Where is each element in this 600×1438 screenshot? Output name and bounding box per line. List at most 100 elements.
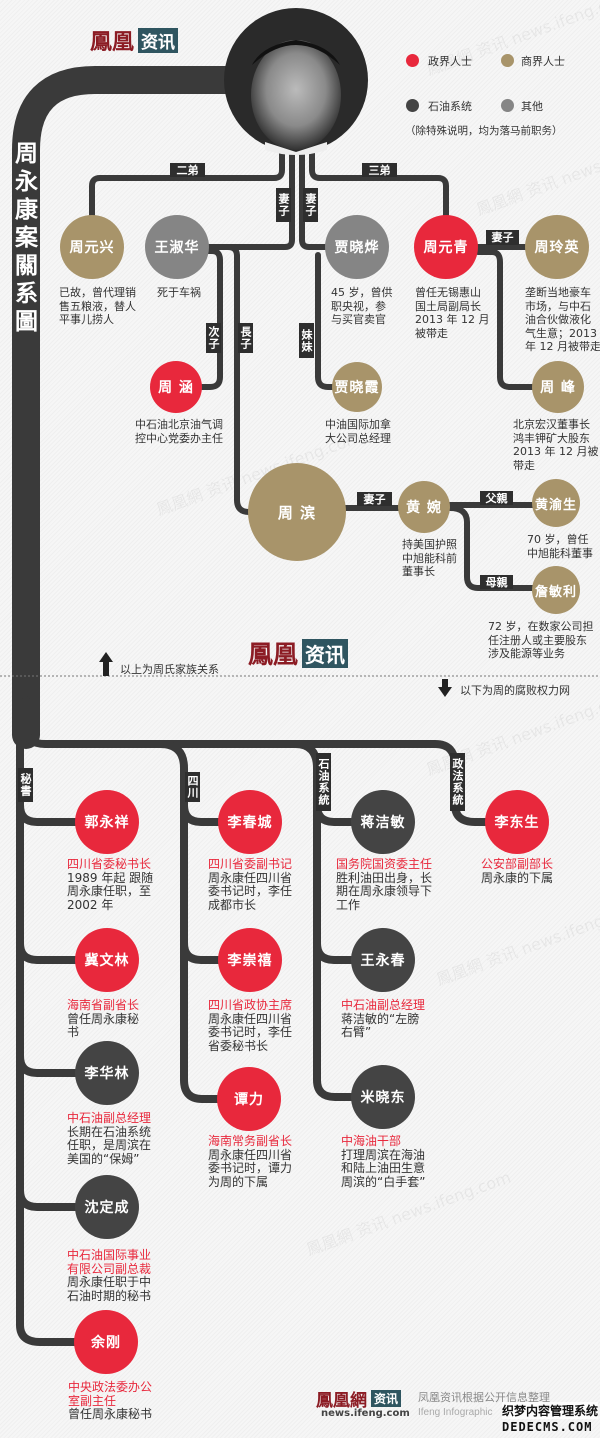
label-third-brother: 三弟	[362, 163, 397, 177]
legend-dot-business	[501, 54, 514, 67]
node-jiang-jiemin: 蒋洁敏	[351, 790, 415, 854]
node-desc: 海南省副省长曾任周永康秘 书	[67, 998, 140, 1039]
line-third-brother	[309, 137, 449, 218]
page-title: 周永康案關系圖	[15, 141, 38, 335]
network-trunk	[22, 696, 494, 826]
legend-dot-other	[501, 99, 514, 112]
node-guo-yongxiang: 郭永祥	[75, 790, 139, 854]
node-mi-xiaodong: 米晓东	[351, 1065, 415, 1129]
footer-credit: 凤凰资讯根据公开信息整理	[418, 1391, 550, 1404]
node-desc: 海南常务副省长周永康任四川省 委书记时，谭力 为周的下属	[208, 1134, 293, 1189]
divider-above-text: 以上为周氏家族关系	[120, 663, 219, 676]
label-second-brother: 二弟	[170, 163, 205, 177]
line-oil	[291, 740, 359, 1101]
line-son-feng	[475, 249, 535, 390]
main-bar	[12, 66, 310, 749]
node-desc: 70 岁，曾任 中旭能科董事	[527, 533, 593, 560]
legend-dot-oil	[406, 99, 419, 112]
site-watermark-en: DEDECMS.COM	[502, 1420, 593, 1434]
node-desc: 持美国护照 中旭能科前 董事长	[402, 538, 457, 578]
branch	[180, 801, 226, 826]
node-yu-gang: 余刚	[74, 1310, 138, 1374]
arrow-up-icon	[99, 652, 113, 676]
arrow-down-icon	[438, 679, 452, 697]
branch	[313, 939, 359, 964]
node-li-chuncheng: 李春城	[218, 790, 282, 854]
label-second-son: 次子	[206, 323, 221, 353]
line-secretary	[16, 740, 84, 1346]
label-father: 父親	[480, 491, 513, 505]
node-desc: 北京宏汉董事长 鸿丰钾矿大股东 2013 年 12 月被 带走	[513, 418, 599, 472]
label-eldest-son: 長子	[238, 323, 253, 353]
node-shen-dingcheng: 沈定成	[75, 1175, 139, 1239]
portrait-photo	[224, 8, 368, 155]
node-zhou-lingying: 周玲英	[525, 215, 589, 279]
legend-label: 商界人士	[521, 55, 565, 68]
legend-note: （除特殊说明，均为落马前职务）	[405, 125, 563, 137]
node-desc: 45 岁，曾供 职央视，参 与买官卖官	[331, 286, 393, 326]
node-li-hualin: 李华林	[75, 1041, 139, 1105]
node-desc: 中石油副总经理长期在石油系统 任职，是周滨在 美国的“保姆”	[67, 1111, 152, 1166]
branch	[16, 1186, 84, 1211]
node-zhou-han: 周 涵	[150, 361, 202, 413]
line-sister	[315, 252, 335, 390]
label-wife: 妻子	[303, 188, 318, 222]
footer-credit-en: Ifeng Infographic	[418, 1407, 493, 1418]
group-label-secretary: 秘書	[18, 768, 33, 802]
node-desc: 中石油国际事业 有限公司副总裁周永康任职于中 石油时期的秘书	[67, 1248, 152, 1303]
node-desc: 中海油干部打理周滨在海油 和陆上油田生意 周滨的“白手套”	[341, 1134, 426, 1189]
group-label-sichuan: 四川	[185, 772, 200, 802]
node-zhou-bin: 周 滨	[248, 463, 346, 561]
branch	[16, 1052, 84, 1077]
node-desc: 四川省政协主席周永康任四川省 委书记时，李任 省委秘书长	[208, 998, 293, 1053]
line-sichuan	[156, 740, 226, 1103]
node-desc: 中石油北京油气调 控中心党委办主任	[135, 418, 223, 445]
ifeng-logo: 鳳凰资讯	[90, 27, 179, 55]
line-wife-left	[206, 137, 295, 250]
ifeng-logo-middle: 鳳凰资讯	[248, 638, 349, 669]
node-zhou-yuanqing: 周元青	[414, 215, 478, 279]
node-li-chongxi: 李崇禧	[218, 928, 282, 992]
label-sister: 妹妹	[299, 323, 314, 358]
node-desc: 已故，曾代理销 售五粮液，替人 平事儿捞人	[59, 286, 136, 326]
node-desc: 曾任无锡惠山 国土局副局长 2013 年 12 月 被带走	[415, 286, 490, 340]
legend-label: 其他	[521, 100, 543, 113]
legend-label: 石油系统	[428, 100, 472, 113]
line-mother	[447, 505, 537, 591]
node-desc: 四川省委副书记周永康任四川省 委书记时，李任 成都市长	[208, 857, 293, 912]
node-li-dongsheng: 李东生	[485, 790, 549, 854]
node-desc: 中油国际加拿 大公司总经理	[325, 418, 391, 445]
node-huang-wan: 黄 婉	[398, 481, 450, 533]
node-tan-li: 谭力	[217, 1067, 281, 1131]
node-jia-xiaoxia: 贾晓霞	[332, 362, 382, 412]
group-label-oil: 石油系統	[316, 753, 331, 811]
node-wang-yongchun: 王永春	[351, 928, 415, 992]
branch	[16, 801, 84, 826]
line-second-son	[199, 248, 223, 390]
node-desc: 72 岁，在数家公司担 任注册人或主要股东 涉及能源等业务	[488, 620, 594, 660]
legend-label: 政界人士	[428, 55, 472, 68]
node-zhou-feng: 周 峰	[532, 361, 584, 413]
branch	[180, 939, 226, 964]
node-desc: 中央政法委办公 室副主任曾任周永康秘书	[68, 1380, 153, 1421]
node-desc: 垄断当地豪车 市场，与中石 油合伙做液化 气生意；2013 年 12 月被带走	[525, 286, 600, 353]
site-watermark: 织梦内容管理系统	[502, 1402, 599, 1419]
label-wife: 妻子	[276, 188, 291, 222]
node-desc: 死于车祸	[157, 286, 201, 299]
node-zhou-yuanxing: 周元兴	[60, 215, 124, 279]
divider-below-text: 以下为周的腐败权力网	[460, 684, 570, 697]
node-jia-xiaoye: 贾晓烨	[325, 215, 389, 279]
node-ji-wenlin: 冀文林	[75, 928, 139, 992]
group-label-law: 政法系統	[450, 753, 465, 811]
footer-domain: news.ifeng.com	[321, 1408, 410, 1419]
line-eldest-son	[202, 244, 253, 515]
node-zhan-minli: 詹敏利	[532, 566, 580, 614]
label-wife: 妻子	[357, 492, 392, 506]
node-wang-shuhua: 王淑华	[145, 215, 209, 279]
node-desc: 中石油副总经理蒋洁敏的“左膀 右臂”	[341, 998, 426, 1039]
line-wife-right	[299, 137, 328, 250]
line-second-brother	[89, 137, 285, 218]
label-mother: 母親	[480, 575, 513, 589]
